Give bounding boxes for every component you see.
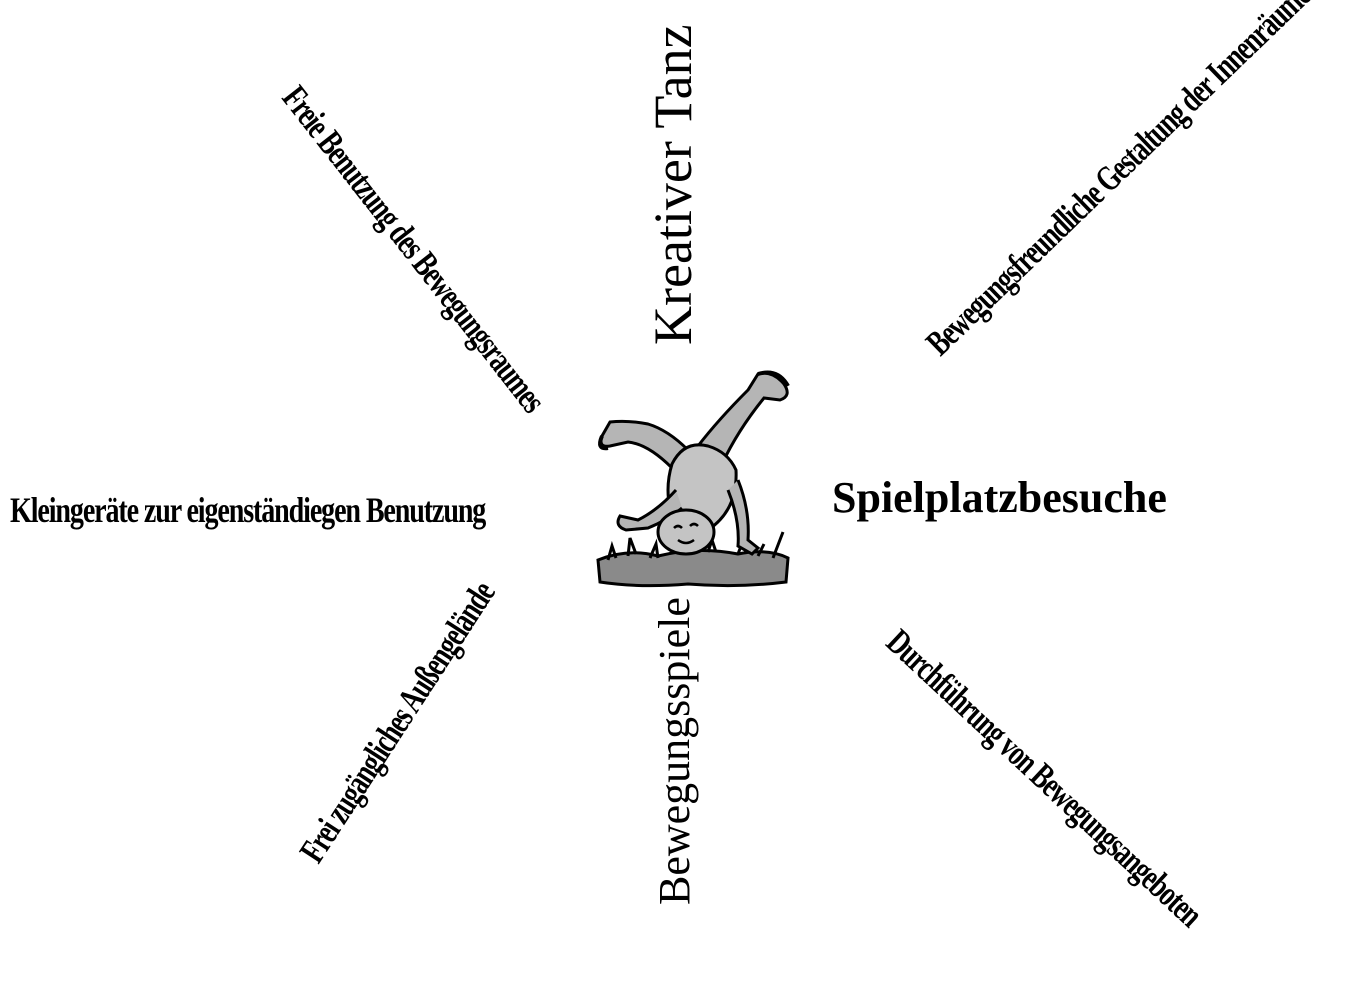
label-kleingeraete: Kleingeräte zur eigenständiegen Benutzun… bbox=[10, 492, 562, 528]
label-freie-benutzung-bewegungsraum: Freie Benutzung des Bewegungsraumes bbox=[228, 18, 552, 418]
label-kreativer-tanz: Kreativer Tanz bbox=[646, 45, 700, 345]
label-durchfuehrung-bewegungsangebote: Durchführung von Bewegungsangeboten bbox=[813, 560, 1276, 996]
label-text: Kleingeräte zur eigenständiegen Benutzun… bbox=[10, 492, 485, 528]
label-text: Bewegungsfreundliche Gestaltung der Inne… bbox=[920, 0, 1317, 361]
label-text: Freie Benutzung des Bewegungsraumes bbox=[276, 79, 552, 418]
label-spielplatzbesuche: Spielplatzbesuche bbox=[832, 476, 1167, 520]
label-bewegungsspiele: Bewegungsspiele bbox=[653, 655, 697, 905]
label-text: Frei zugängliches Außengelände bbox=[293, 576, 501, 869]
head bbox=[658, 510, 714, 554]
label-text: Durchführung von Bewegungsangeboten bbox=[881, 623, 1209, 933]
child-handstand-icon bbox=[588, 360, 798, 590]
label-aussengelaende: Frei zugängliches Außengelände bbox=[259, 575, 502, 922]
label-bewegungsfreundliche-gestaltung: Bewegungsfreundliche Gestaltung der Inne… bbox=[847, 0, 1332, 431]
